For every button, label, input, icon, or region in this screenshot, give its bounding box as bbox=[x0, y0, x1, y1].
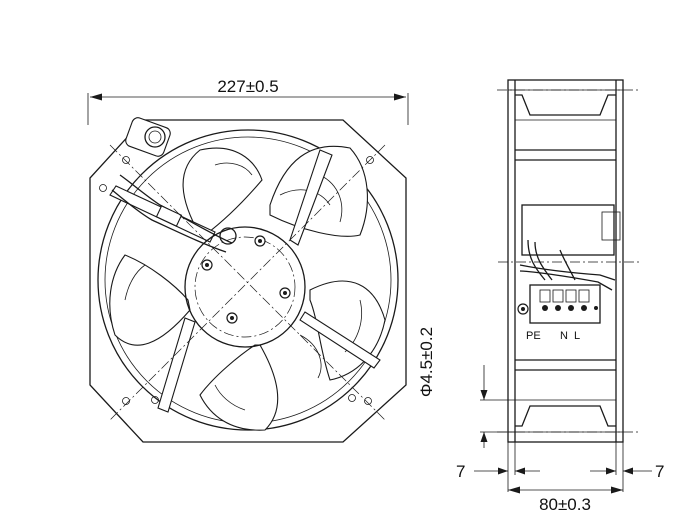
depth-dimension: 80±0.3 bbox=[508, 486, 623, 514]
right-offset-label: 7 bbox=[655, 462, 664, 481]
power-cable bbox=[111, 174, 237, 253]
fan-hub bbox=[184, 226, 306, 348]
terminal-l-label: L bbox=[574, 330, 580, 342]
hub-screws bbox=[201, 235, 291, 324]
terminal-pe-label: PE bbox=[526, 330, 541, 342]
fan-blades bbox=[109, 145, 386, 431]
fan-housing bbox=[89, 119, 407, 443]
fan-ring-outer bbox=[97, 129, 399, 431]
width-dimension: 227±0.5 bbox=[87, 77, 409, 125]
offset-dimensions: 7 7 bbox=[456, 442, 664, 492]
mounting-holes bbox=[99, 156, 374, 405]
left-offset-label: 7 bbox=[456, 462, 465, 481]
depth-label: 80±0.3 bbox=[539, 495, 591, 514]
motor-body bbox=[521, 204, 615, 256]
hole-dimension: Φ4.5±0.2 bbox=[417, 327, 515, 448]
side-frame bbox=[507, 79, 624, 443]
hole-diameter-label: Φ4.5±0.2 bbox=[417, 327, 436, 397]
front-view: 227±0.5 bbox=[87, 77, 409, 443]
terminal-block: PE N L bbox=[517, 284, 601, 342]
cable-gland bbox=[125, 117, 171, 157]
terminal-n-label: N bbox=[560, 330, 568, 342]
overall-width-label: 227±0.5 bbox=[217, 77, 278, 96]
wiring bbox=[519, 239, 616, 291]
side-view: PE N L Φ4.5±0.2 7 bbox=[417, 79, 664, 514]
